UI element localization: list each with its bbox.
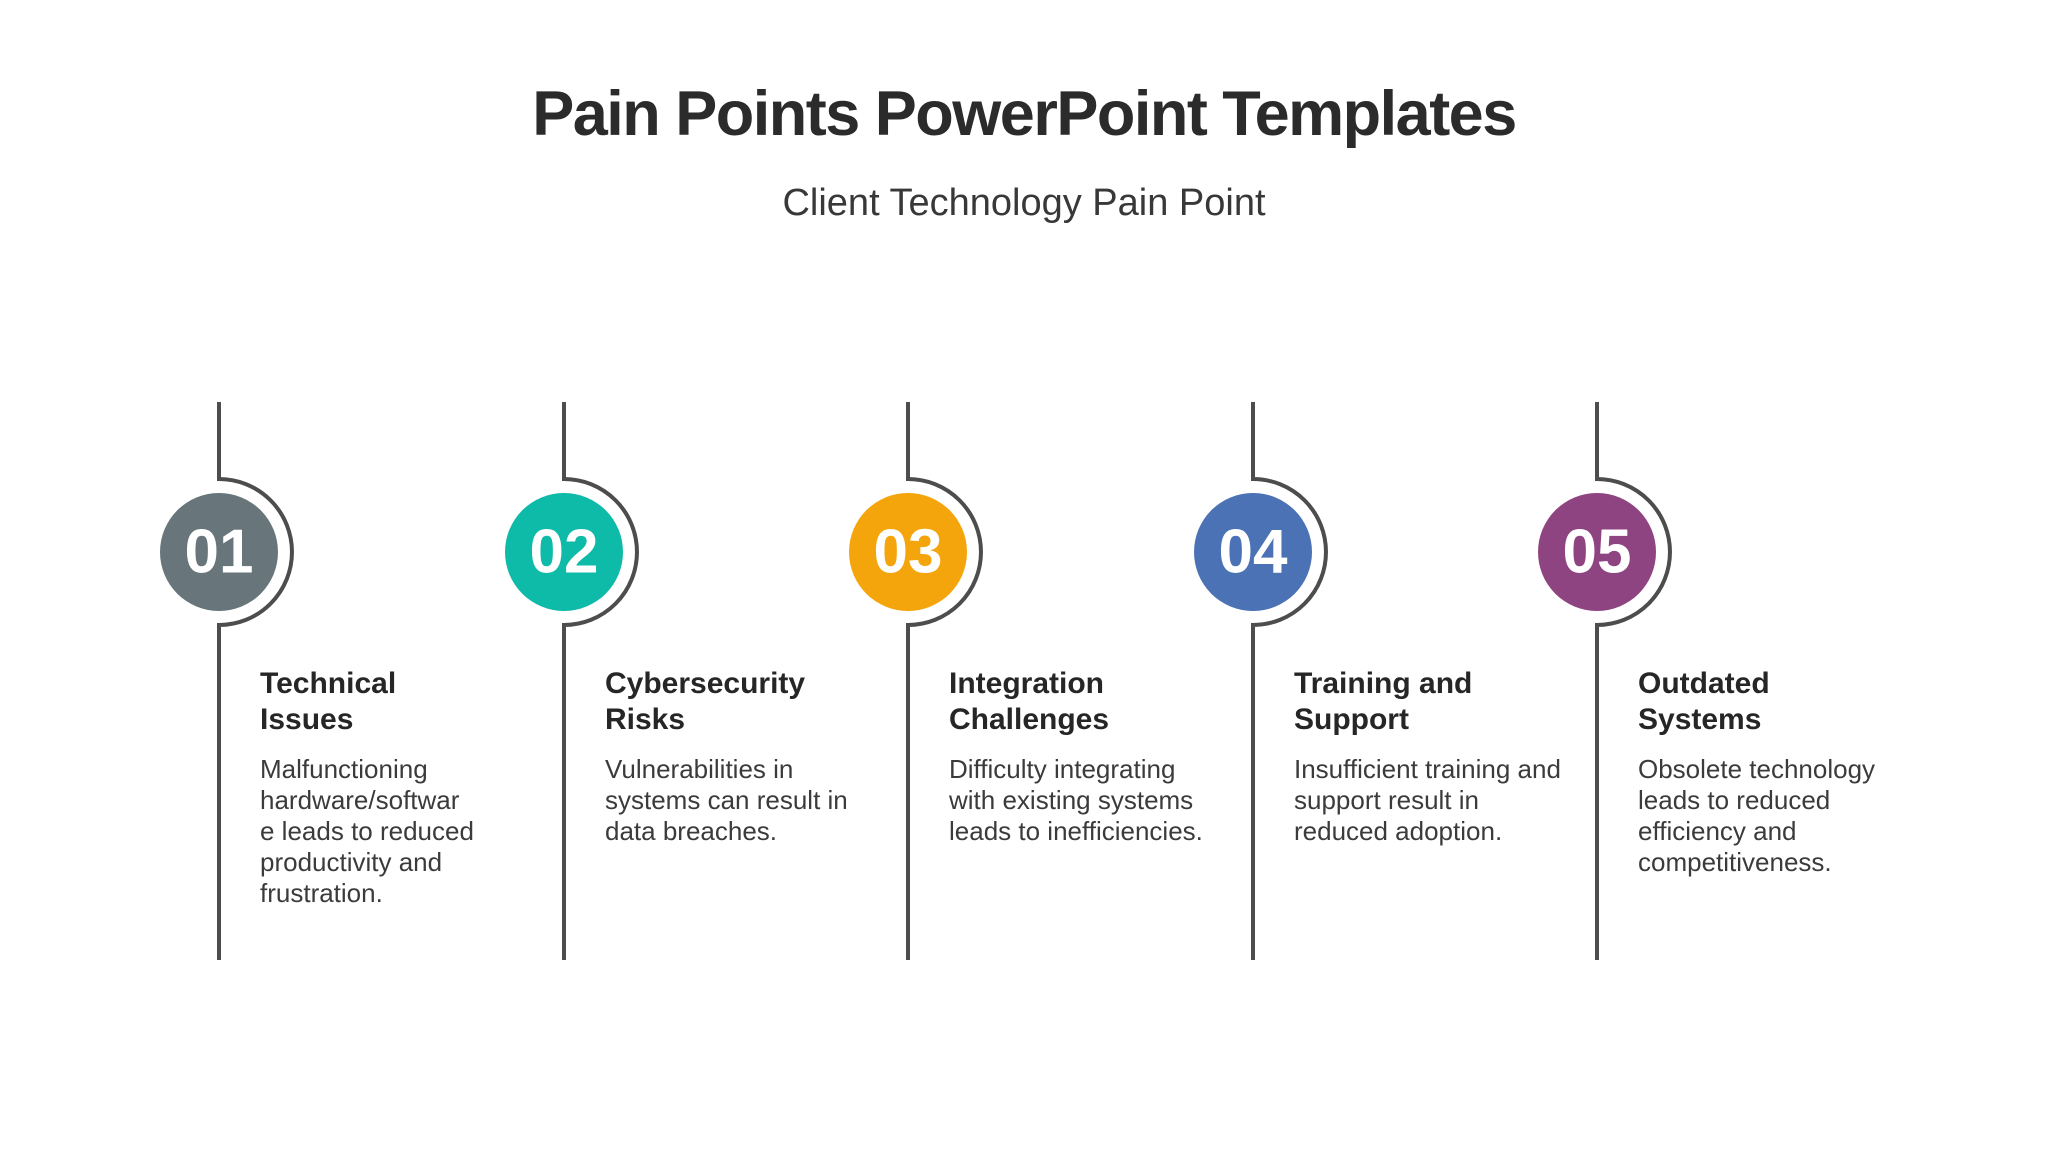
step-number: 03 — [874, 518, 943, 587]
step-number-badge — [849, 493, 967, 611]
item-text-block: Training and Support Insufficient traini… — [1294, 666, 1624, 847]
timeline-line-and-arc — [1595, 402, 1672, 960]
step-number-badge — [160, 493, 278, 611]
step-number: 02 — [530, 518, 599, 587]
item-text-block: Technical Issues Malfunctioning hardware… — [260, 666, 590, 909]
timeline-connector: 05 — [1538, 402, 1672, 960]
item-description: Difficulty integrating with existing sys… — [949, 754, 1203, 846]
timeline-line-and-arc — [906, 402, 983, 960]
pain-point-item: 02 Cybersecurity Risks Vulnerabilities i… — [484, 400, 864, 980]
timeline-line-and-arc — [562, 402, 639, 960]
pain-point-item: 03 Integration Challenges Difficulty int… — [828, 400, 1208, 980]
timeline-line-and-arc — [1251, 402, 1328, 960]
page-subtitle: Client Technology Pain Point — [782, 182, 1266, 224]
item-title: Outdated Systems — [1638, 667, 1770, 736]
step-number: 05 — [1563, 518, 1632, 587]
timeline-connector: 04 — [1194, 402, 1328, 960]
item-title: Technical Issues — [260, 667, 397, 736]
item-description: Insufficient training and support result… — [1294, 754, 1561, 846]
item-title: Integration Challenges — [949, 667, 1110, 736]
item-title: Cybersecurity Risks — [605, 667, 806, 736]
pain-point-item: 04 Training and Support Insufficient tra… — [1173, 400, 1561, 980]
timeline-connector: 03 — [849, 402, 983, 960]
item-description: Vulnerabilities in systems can result in… — [605, 754, 848, 846]
item-text-block: Outdated Systems Obsolete technology lea… — [1638, 666, 1968, 878]
step-number-badge — [1538, 493, 1656, 611]
page-title: Pain Points PowerPoint Templates — [532, 79, 1517, 149]
step-number-badge — [1194, 493, 1312, 611]
item-title: Training and Support — [1294, 667, 1473, 736]
timeline-connector: 02 — [505, 402, 639, 960]
step-number-badge — [505, 493, 623, 611]
item-text-block: Cybersecurity Risks Vulnerabilities in s… — [605, 666, 935, 847]
step-number: 04 — [1219, 518, 1288, 587]
pain-point-item: 05 Outdated Systems Obsolete technology … — [1517, 400, 1897, 980]
item-description: Malfunctioning hardware/softwar e leads … — [260, 754, 474, 908]
item-text-block: Integration Challenges Difficulty integr… — [949, 666, 1279, 847]
item-description: Obsolete technology leads to reduced eff… — [1638, 754, 1876, 877]
timeline-connector: 01 — [160, 402, 294, 960]
step-number: 01 — [185, 518, 254, 587]
timeline-line-and-arc — [217, 402, 294, 960]
pain-point-item: 01 Technical Issues Malfunctioning hardw… — [139, 400, 519, 980]
